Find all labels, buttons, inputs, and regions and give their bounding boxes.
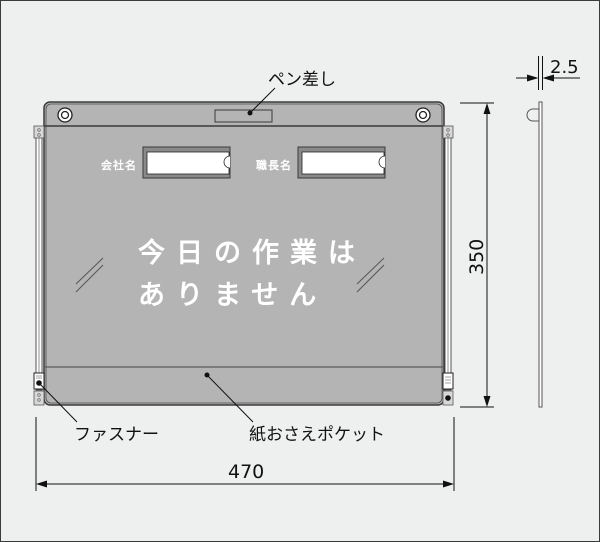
company-name-field: [142, 146, 231, 179]
callout-pen-holder: [247, 87, 276, 116]
manager-name-field: [297, 146, 386, 179]
board-message-line1: 今日の作業は: [138, 237, 366, 269]
fastener-top-left-icon: [33, 125, 45, 139]
glare-mark-right-icon: [356, 257, 385, 293]
callout-paper-pocket-label: 紙おさえポケット: [249, 425, 385, 445]
left-rail: [35, 127, 43, 391]
dimension-width-label: 470: [228, 461, 264, 483]
mounting-hole-right-icon: [415, 107, 431, 123]
side-profile: [526, 101, 543, 408]
company-name-label: 会社名: [101, 158, 137, 172]
dimension-thickness: [516, 56, 580, 90]
dimension-width: [35, 417, 455, 491]
callout-fastener-label: ファスナー: [74, 425, 159, 445]
pen-holder-slot: [214, 109, 273, 123]
glare-mark-left-icon: [75, 257, 104, 293]
manager-name-label: 職長名: [256, 158, 292, 172]
callout-paper-pocket: [204, 372, 254, 423]
dimension-height-label: 350: [466, 239, 488, 275]
fastener-bottom-left-icon: [33, 372, 45, 406]
fastener-top-right-icon: [442, 125, 454, 139]
board-message-line2: ありません: [138, 280, 327, 311]
callout-fastener: [38, 382, 78, 423]
right-rail: [444, 127, 452, 391]
dimension-thickness-label: 2.5: [550, 57, 579, 78]
callout-pen-holder-label: ペン差し: [268, 70, 336, 90]
mounting-hole-left-icon: [57, 107, 73, 123]
dimension-height: [460, 102, 494, 408]
fastener-bottom-right-icon: [442, 372, 454, 406]
